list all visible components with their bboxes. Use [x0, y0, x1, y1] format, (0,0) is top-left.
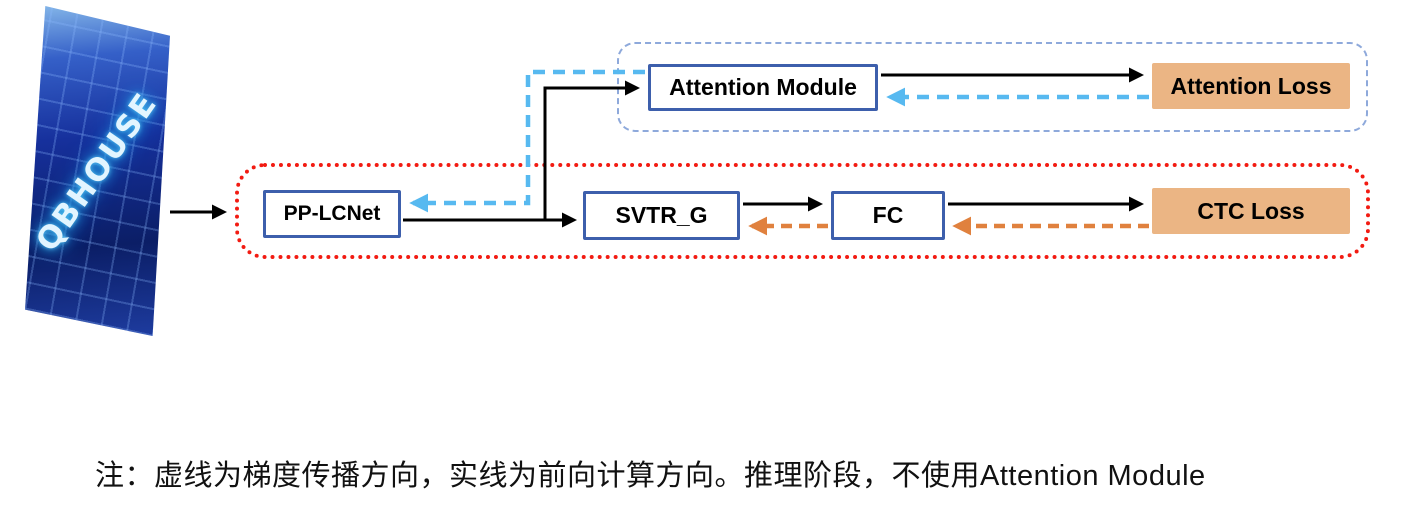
- node-svtr-g-label: SVTR_G: [615, 202, 708, 228]
- input-image: QBHOUSE: [25, 6, 170, 336]
- training-pipeline-container: [235, 163, 1370, 259]
- node-attention-loss-label: Attention Loss: [1170, 72, 1332, 99]
- node-fc-label: FC: [872, 202, 904, 228]
- node-pp-lcnet-label: PP-LCNet: [283, 202, 381, 225]
- node-attention-module: Attention Module: [648, 64, 878, 111]
- footnote: 注：虚线为梯度传播方向，实线为前向计算方向。推理阶段，不使用Attention …: [95, 460, 1206, 492]
- sign-text: QBHOUSE: [29, 85, 165, 259]
- node-svtr-g: SVTR_G: [583, 191, 740, 240]
- node-ctc-loss: CTC Loss: [1152, 188, 1350, 234]
- node-attention-loss: Attention Loss: [1152, 63, 1350, 109]
- node-pp-lcnet: PP-LCNet: [263, 190, 401, 238]
- node-fc: FC: [831, 191, 945, 240]
- node-ctc-loss-label: CTC Loss: [1197, 197, 1305, 224]
- node-attention-module-label: Attention Module: [669, 74, 857, 100]
